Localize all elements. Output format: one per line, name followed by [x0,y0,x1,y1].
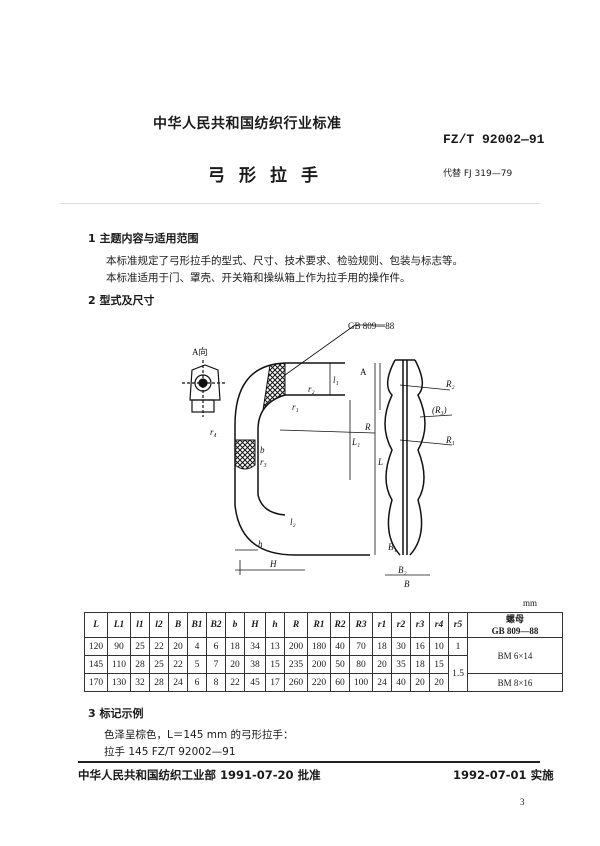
document-title: 弓形拉手 [208,166,332,186]
svg-text:b: b [260,445,265,455]
svg-text:(R₃): (R₃) [432,405,447,415]
nut-section-bottom [234,439,256,470]
col-header: L1 [107,612,131,638]
col-header: b [225,612,245,638]
col-header: r3 [410,612,430,638]
svg-text:L₁: L₁ [351,437,360,447]
nut-section-top [262,362,286,411]
svg-text:l₁: l₁ [333,375,339,385]
section-2-heading: 2 型式及尺寸 [88,294,155,307]
side-dimension-lines [385,384,453,576]
footer-rule [78,761,540,763]
section-1-para-1: 本标准规定了弓形拉手的型式、尺寸、技术要求、检验规则、包装与标志等。 [106,255,463,267]
header-rule [60,203,540,204]
replaces-note: 代替 FJ 319—79 [443,169,513,179]
svg-text:h: h [258,539,263,549]
svg-text:H: H [269,559,277,569]
standard-number: FZ/T 92002—91 [443,132,545,147]
table-unit: mm [523,598,538,608]
effective-date: 1992-07-01 实施 [453,768,554,782]
col-header: R [284,612,308,638]
issuing-organization: 中华人民共和国纺织行业标准 [153,116,342,132]
col-header: l1 [130,612,150,638]
dimension-table: L L1 l1 l2 B B1 B2 b H h R R1 R2 R3 r1 r… [84,612,563,692]
col-header: B1 [187,612,207,638]
section-1-heading: 1 主题内容与适用范围 [88,232,199,245]
page-number: 3 [520,797,525,807]
section-3-para-2: 拉手 145 FZ/T 92002—91 [104,746,236,758]
col-header: H [244,612,266,638]
col-header: R2 [330,612,350,638]
svg-text:A: A [360,367,367,377]
col-header: R1 [307,612,331,638]
col-header: R3 [349,612,373,638]
dimension-lines [235,324,385,575]
svg-text:r₂: r₂ [308,384,315,394]
svg-text:r₃: r₃ [260,457,267,467]
svg-text:l₂: l₂ [290,517,296,527]
col-header: B [168,612,188,638]
col-header: r5 [448,612,468,638]
nut-callout: GB 809—88 [348,321,395,331]
col-header: l2 [149,612,169,638]
svg-text:B₁: B₁ [388,542,397,552]
col-header: h [265,612,285,638]
section-3-heading: 3 标记示例 [88,707,144,720]
svg-text:B₂: B₂ [398,565,407,575]
svg-text:R₂: R₂ [445,379,455,389]
svg-text:r₁: r₁ [292,402,299,412]
section-1-para-2: 本标准适用于门、罩壳、开关箱和操纵箱上作为拉手用的操作件。 [106,272,411,284]
svg-text:r₄: r₄ [210,427,217,437]
table-header-row: L L1 l1 l2 B B1 B2 b H h R R1 R2 R3 r1 r… [84,612,563,638]
handle-drawing: A向 GB 809—88 l₁ L₁ R L l₂ r₂ r₁ r₄ b r₃ … [182,321,455,589]
col-header: r1 [372,612,392,638]
view-a-label: A向 [192,346,208,357]
svg-text:R₁: R₁ [445,435,455,445]
col-header: r4 [429,612,449,638]
svg-text:L: L [377,457,383,467]
col-header: B2 [206,612,226,638]
col-header: r2 [391,612,411,638]
section-3-para-1: 色泽呈棕色，L＝145 mm 的弓形拉手： [104,729,294,741]
view-a-icon [182,360,225,417]
approval-note: 中华人民共和国纺织工业部 1991-07-20 批准 [78,768,321,782]
col-header: L [84,612,108,638]
svg-text:R: R [364,422,371,432]
svg-text:B: B [404,579,410,589]
side-view [384,359,426,556]
